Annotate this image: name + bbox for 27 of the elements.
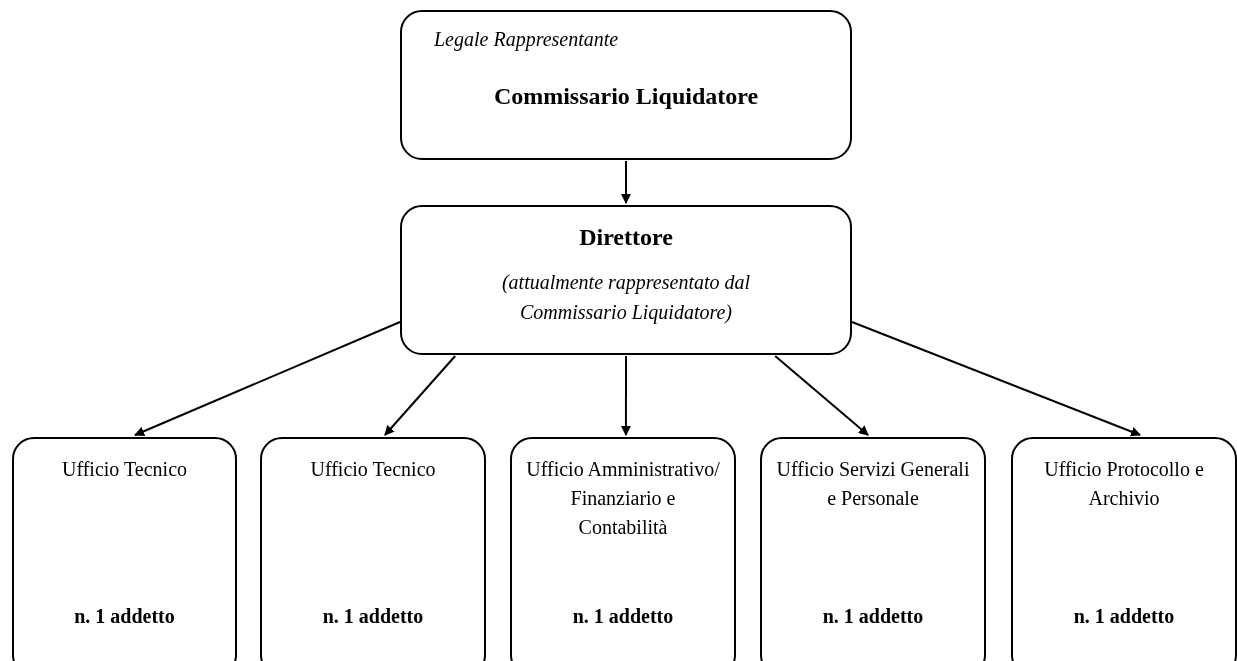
arrow xyxy=(621,160,631,204)
box-text: n. 1 addetto xyxy=(74,604,175,629)
box-text: Ufficio Tecnico xyxy=(60,457,188,482)
box-text: n. 1 addetto xyxy=(1073,604,1175,629)
arrow xyxy=(384,355,457,436)
box-text: Ufficio Amministrativo/ Finanziario e Contabilità xyxy=(525,457,721,540)
org-box xyxy=(400,10,852,160)
box-text: Ufficio Protocollo e Archivio xyxy=(1043,457,1205,511)
box-text: Direttore xyxy=(579,223,673,252)
box-text: n. 1 addetto xyxy=(822,604,924,629)
org-box xyxy=(400,205,852,355)
box-text: Commissario Liquidatore xyxy=(493,82,759,111)
box-text: Ufficio Servizi Generali e Personale xyxy=(775,457,971,511)
arrow xyxy=(774,355,870,436)
org-box xyxy=(260,437,486,661)
box-text: Ufficio Tecnico xyxy=(309,457,437,482)
box-text: Legale Rappresentante xyxy=(433,27,619,53)
arrow xyxy=(134,321,401,437)
org-box xyxy=(1011,437,1237,661)
arrow xyxy=(620,355,631,436)
box-text: n. 1 addetto xyxy=(322,604,424,629)
org-box xyxy=(12,437,237,661)
org-box xyxy=(760,437,986,661)
box-text: (attualmente rappresentato dal Commissario Liquidatore) xyxy=(500,270,752,326)
arrow xyxy=(851,321,1142,437)
box-text: n. 1 addetto xyxy=(572,604,674,629)
org-box xyxy=(510,437,736,661)
